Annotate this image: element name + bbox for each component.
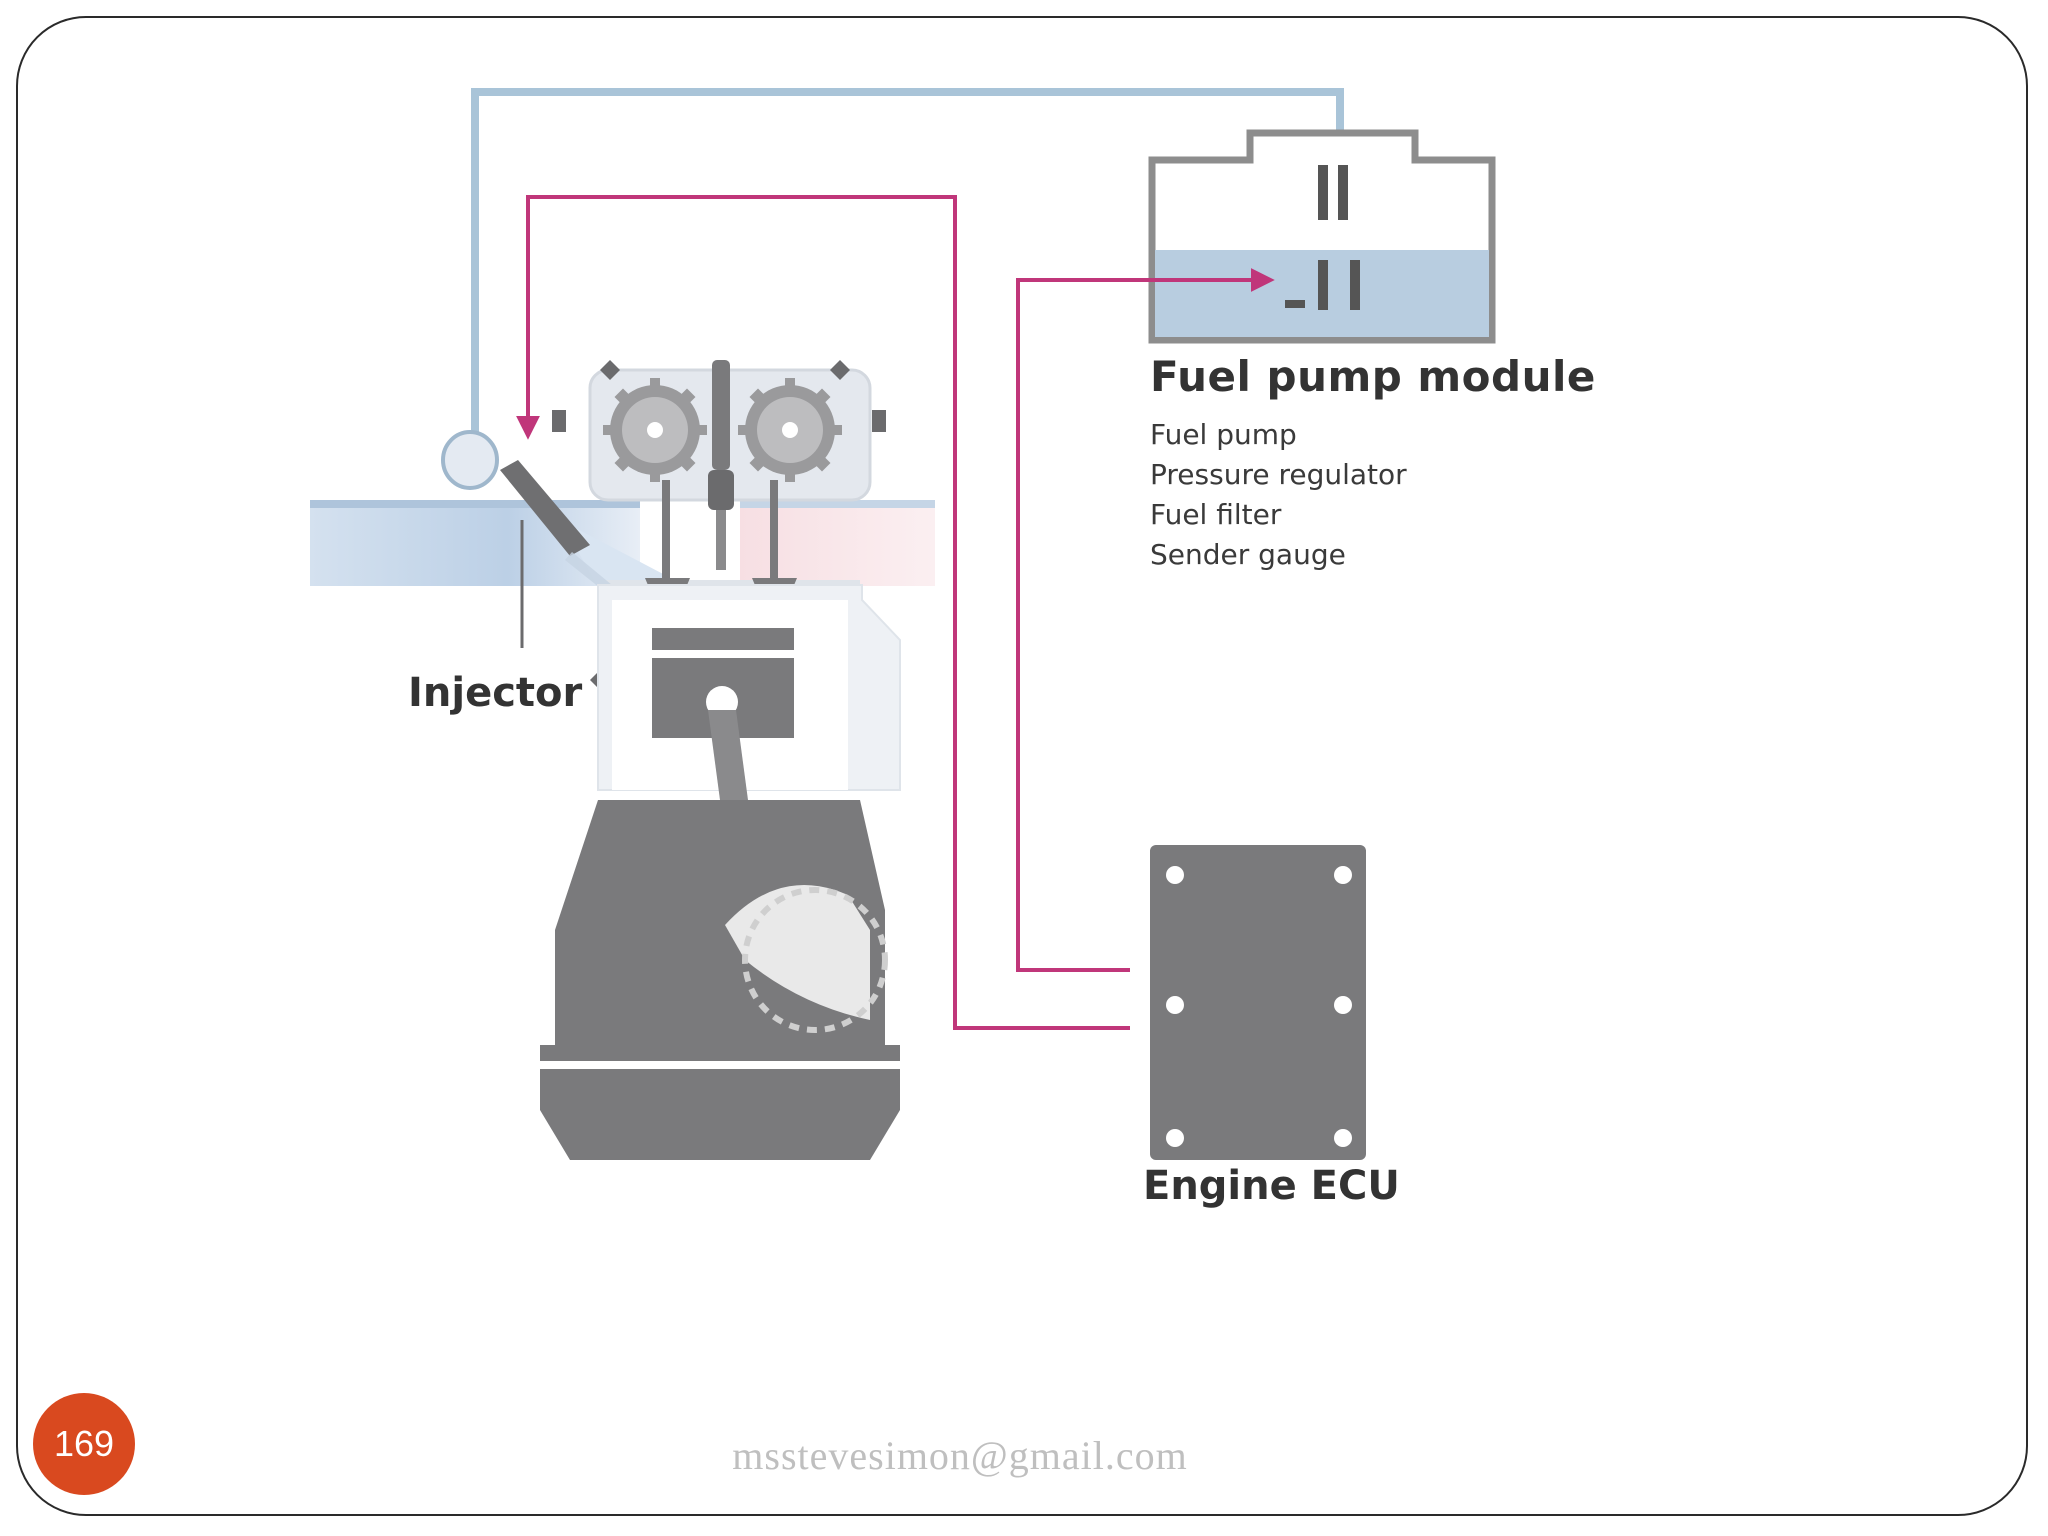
- intake-manifold: [310, 500, 665, 590]
- camshaft-gear-right: [738, 378, 842, 482]
- signal-wire-injector: [516, 195, 1130, 1030]
- fuel-pump-module-tank: [1148, 129, 1496, 344]
- signal-wire-pump: [1016, 268, 1275, 972]
- component-pressure-regulator: Pressure regulator: [1150, 458, 1407, 491]
- fuel-pump-module-components: Fuel pump Pressure regulator Fuel filter…: [1150, 415, 1407, 575]
- fuel-pump-module-title: Fuel pump module: [1150, 352, 1596, 401]
- component-fuel-pump: Fuel pump: [1150, 418, 1297, 451]
- slide-frame: [16, 16, 2028, 1516]
- footer-email: msstevesimon@gmail.com: [732, 1433, 1188, 1478]
- camshaft-gear-left: [603, 378, 707, 482]
- page-number-badge: 169: [33, 1393, 135, 1495]
- piston: [652, 628, 794, 830]
- component-fuel-filter: Fuel filter: [1150, 498, 1282, 531]
- component-sender-gauge: Sender gauge: [1150, 538, 1346, 571]
- engine-ecu-box: [1150, 845, 1366, 1160]
- crankcase: [540, 800, 900, 1160]
- injector-label: Injector: [408, 670, 583, 716]
- engine-ecu-label: Engine ECU: [1143, 1163, 1400, 1209]
- spark-plug: [708, 360, 734, 570]
- exhaust-manifold: [740, 500, 935, 586]
- fuel-rail-and-injector: [441, 430, 612, 648]
